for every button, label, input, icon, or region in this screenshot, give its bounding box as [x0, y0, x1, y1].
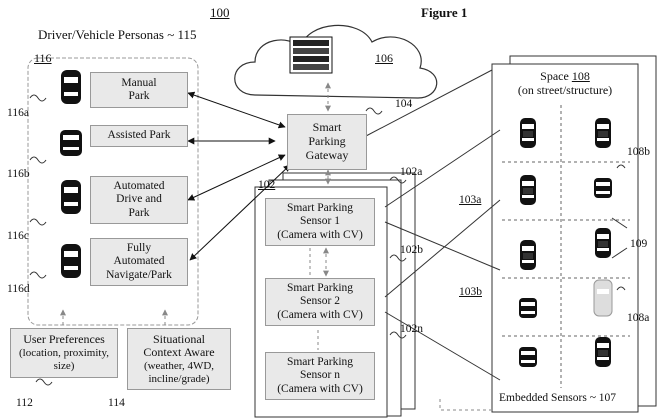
persona-assisted-park: Assisted Park: [90, 125, 188, 147]
ref-114: 114: [108, 397, 125, 409]
ref-109: 109: [630, 238, 648, 250]
ref-108a: 108a: [627, 312, 650, 324]
vacant-car-outline-icon: [593, 279, 613, 317]
ref-116d: 116d: [7, 283, 30, 295]
car-icon: [61, 244, 81, 278]
sensors-group-ref: 102: [258, 179, 276, 191]
user-preferences-box: User Preferences(location, proximity,siz…: [10, 328, 118, 378]
ref-116b: 116b: [7, 168, 30, 180]
ref-103b: 103b: [459, 286, 482, 298]
figure-title: Figure 1: [421, 5, 468, 20]
ref-102b: 102b: [400, 244, 423, 256]
cloud-icon: [234, 24, 438, 99]
ref-108b: 108b: [627, 146, 650, 158]
ref-112: 112: [16, 397, 33, 409]
personas-title: Driver/Vehicle Personas ~ 115: [38, 27, 197, 42]
ref-102a: 102a: [400, 166, 423, 178]
ref-116a: 116a: [7, 107, 29, 119]
embedded-sensors-label: Embedded Sensors ~ 107: [499, 392, 617, 406]
gateway-ref: 104: [395, 98, 413, 110]
ref-103a: 103a: [459, 194, 482, 206]
figure-ref-label: 100: [210, 5, 230, 20]
personas-group-ref: 116: [34, 51, 52, 65]
ref-102n: 102n: [400, 323, 423, 335]
cloud-ref-label: 106: [375, 51, 393, 65]
ref-116c: 116c: [7, 230, 29, 242]
car-icon: [60, 130, 82, 156]
space-panel: [491, 63, 639, 413]
space-title: Space 108(on street/structure): [517, 69, 613, 97]
car-icon: [61, 180, 81, 214]
server-rack-icon: [289, 36, 333, 74]
car-icon: [61, 70, 81, 104]
